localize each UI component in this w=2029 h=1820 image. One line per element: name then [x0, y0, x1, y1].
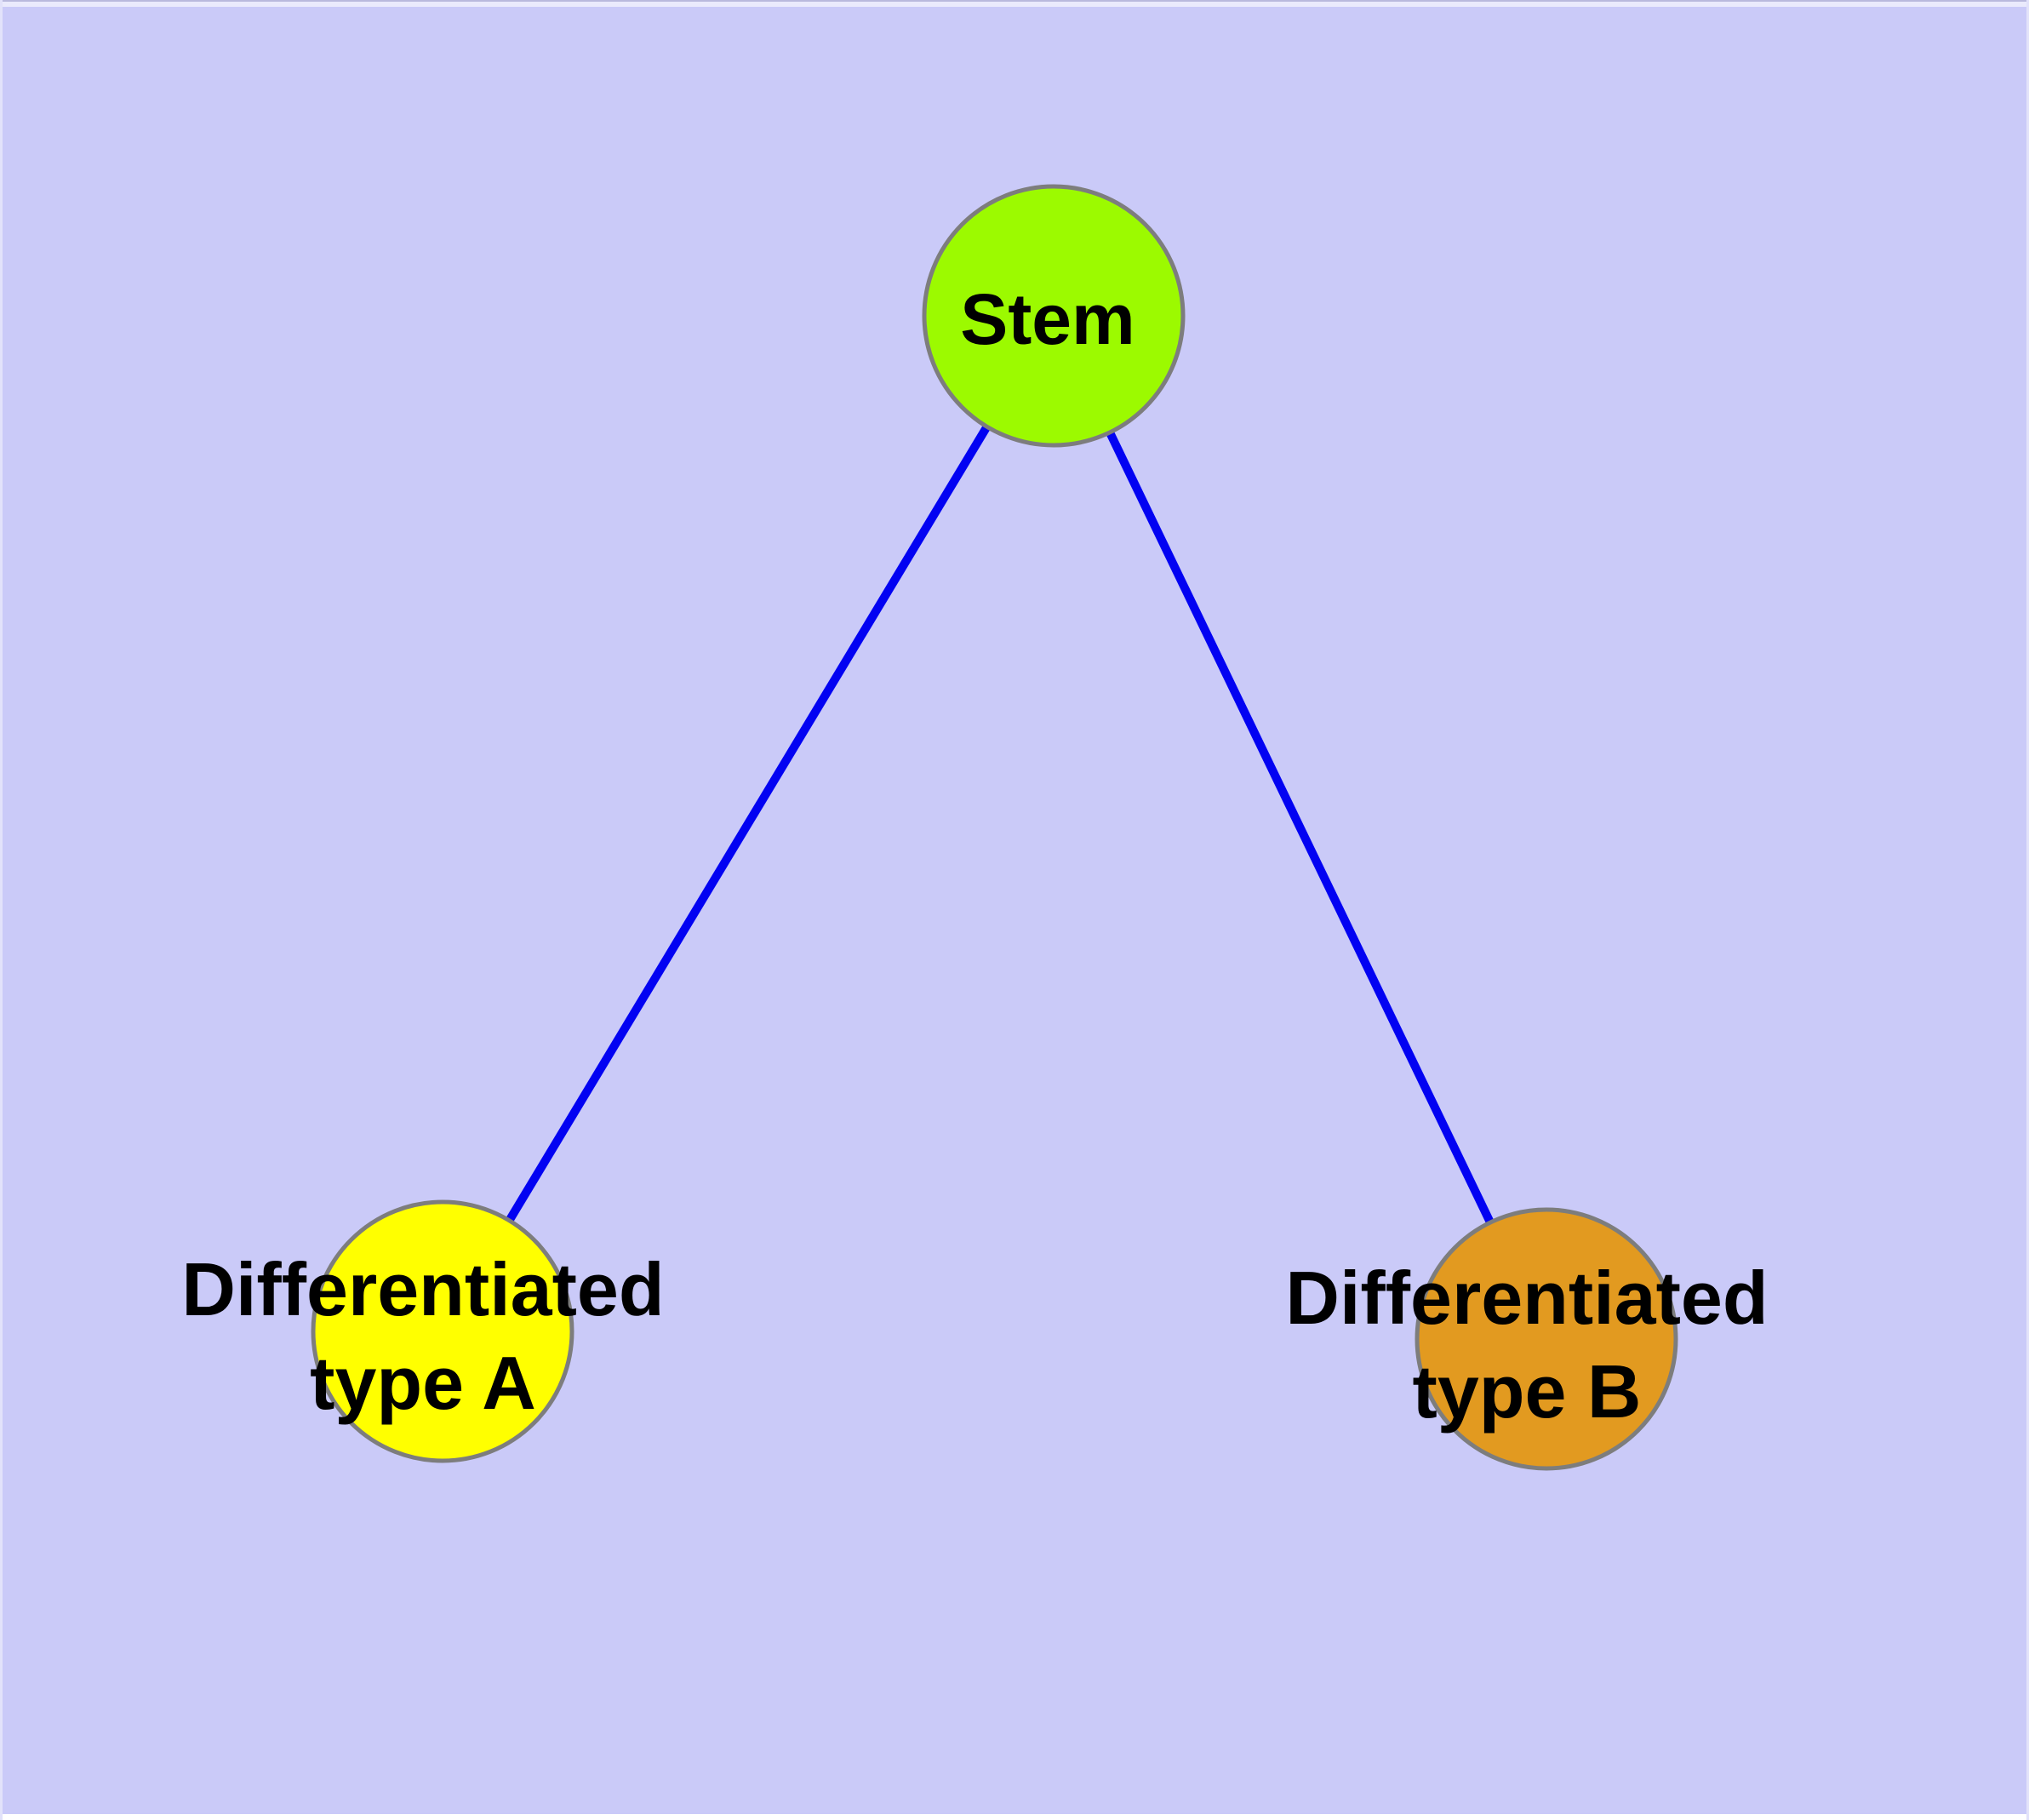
node-differentiated-type-b[interactable] — [1415, 1207, 1678, 1471]
node-stem-label: Stem — [960, 279, 1135, 359]
node-type-a-label-line1: Differentiated — [181, 1247, 664, 1331]
node-differentiated-type-a[interactable] — [311, 1199, 574, 1463]
node-type-a-label-line2: type A — [310, 1341, 536, 1425]
node-type-b-label-line1: Differentiated — [1285, 1256, 1768, 1340]
node-stem[interactable] — [922, 184, 1186, 448]
edge-stem-to-type-b — [1049, 313, 1551, 1342]
node-type-b-label-line2: type B — [1413, 1349, 1642, 1434]
edge-stem-to-type-a — [438, 313, 1058, 1334]
